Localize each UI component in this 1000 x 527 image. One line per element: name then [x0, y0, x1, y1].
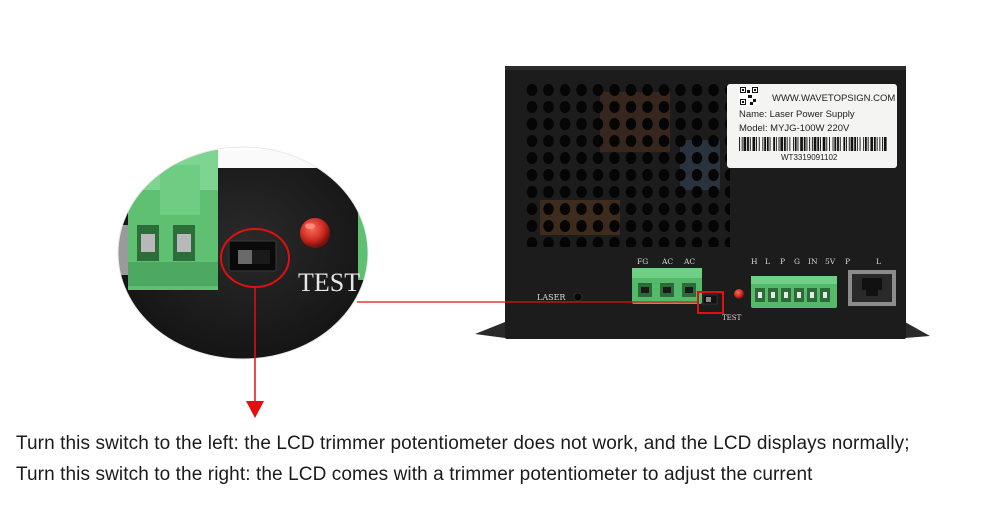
barcode-bar — [834, 137, 837, 151]
barcode-bar — [758, 137, 760, 151]
barcode-bar — [837, 137, 839, 151]
barcode-bar — [797, 137, 799, 151]
zoom-test-led — [300, 218, 330, 248]
port-label-p: P — [845, 257, 850, 266]
barcode-bar — [789, 137, 791, 151]
terminal-label-ac-2: AC — [683, 257, 695, 266]
barcode-bar — [809, 137, 811, 151]
barcode-bar — [882, 137, 883, 151]
barcode-bar — [817, 137, 820, 151]
barcode-bar — [800, 137, 803, 151]
barcode-bar — [756, 137, 757, 151]
zoom-inset: TEST — [118, 147, 368, 359]
barcode-bar — [865, 137, 867, 151]
barcode-bar — [741, 137, 743, 151]
terminal-label-fg: FG — [637, 257, 648, 266]
barcode-bar — [867, 137, 869, 151]
barcode-bar — [806, 137, 808, 151]
barcode-bar — [743, 137, 747, 151]
barcode-bar — [747, 137, 749, 151]
barcode-bar — [863, 137, 865, 151]
barcode-bar — [850, 137, 854, 151]
qr-code — [739, 86, 759, 106]
barcode-bar — [856, 137, 858, 151]
sticker-serial: WT3319091102 — [781, 153, 838, 162]
barcode-bar — [775, 137, 777, 151]
arrow-down-icon — [246, 401, 264, 418]
barcode-bar — [773, 137, 775, 151]
barcode-bar — [766, 137, 769, 151]
barcode-bar — [794, 137, 797, 151]
barcode-bar — [874, 137, 876, 151]
barcode-bar — [829, 137, 830, 151]
caption-line-2: Turn this switch to the right: the LCD c… — [16, 464, 813, 485]
barcode-bar — [769, 137, 771, 151]
terminal-label-ac-1: AC — [661, 257, 673, 266]
sticker-model-line: Model: MYJG-100W 220V — [739, 123, 850, 134]
product-sticker: WWW.WAVETOPSIGN.COM Name: Laser Power Su… — [727, 84, 897, 168]
barcode-bar — [832, 137, 834, 151]
barcode-bar — [820, 137, 821, 151]
barcode-bar — [854, 137, 856, 151]
barcode-bar — [762, 137, 764, 151]
barcode-bar — [786, 137, 788, 151]
barcode-bar — [811, 137, 813, 151]
barcode-bar — [843, 137, 846, 151]
barcode — [739, 137, 887, 151]
caption-line-1: Turn this switch to the left: the LCD tr… — [16, 433, 910, 454]
terminal-label-p: P — [780, 257, 785, 266]
terminal-label-in: IN — [808, 257, 818, 266]
barcode-bar — [764, 137, 766, 151]
barcode-bar — [876, 137, 878, 151]
barcode-bar — [846, 137, 847, 151]
barcode-bar — [813, 137, 817, 151]
barcode-bar — [826, 137, 828, 151]
barcode-bar — [749, 137, 751, 151]
terminal-block-left: FG AC AC — [632, 257, 702, 304]
barcode-bar — [803, 137, 806, 151]
barcode-bar — [739, 137, 740, 151]
barcode-bar — [859, 137, 861, 151]
zoom-test-label: TEST — [298, 268, 360, 297]
barcode-bar — [870, 137, 874, 151]
terminal-label-l: L — [765, 257, 770, 266]
barcode-bar — [793, 137, 794, 151]
laser-label: LASER — [537, 293, 566, 302]
barcode-bar — [883, 137, 887, 151]
barcode-bar — [848, 137, 850, 151]
rj45-port — [848, 270, 896, 306]
barcode-bar — [780, 137, 784, 151]
terminal-label-g: G — [794, 257, 800, 266]
power-supply-unit: LASER FG AC AC TEST H L P G — [475, 66, 930, 339]
barcode-bar — [784, 137, 786, 151]
test-led — [734, 289, 744, 299]
terminal-label-h: H — [751, 257, 758, 266]
port-label-l: L — [876, 257, 881, 266]
barcode-bar — [778, 137, 780, 151]
barcode-bar — [822, 137, 826, 151]
test-label: TEST — [722, 314, 742, 322]
barcode-bar — [879, 137, 881, 151]
sticker-name-line: Name: Laser Power Supply — [739, 109, 855, 120]
barcode-bar — [839, 137, 841, 151]
terminal-label-5v: 5V — [825, 257, 836, 266]
sticker-website: WWW.WAVETOPSIGN.COM — [772, 93, 895, 104]
terminal-block-right: H L P G IN 5V — [751, 257, 837, 308]
laser-hole — [573, 292, 583, 302]
barcode-bar — [752, 137, 756, 151]
